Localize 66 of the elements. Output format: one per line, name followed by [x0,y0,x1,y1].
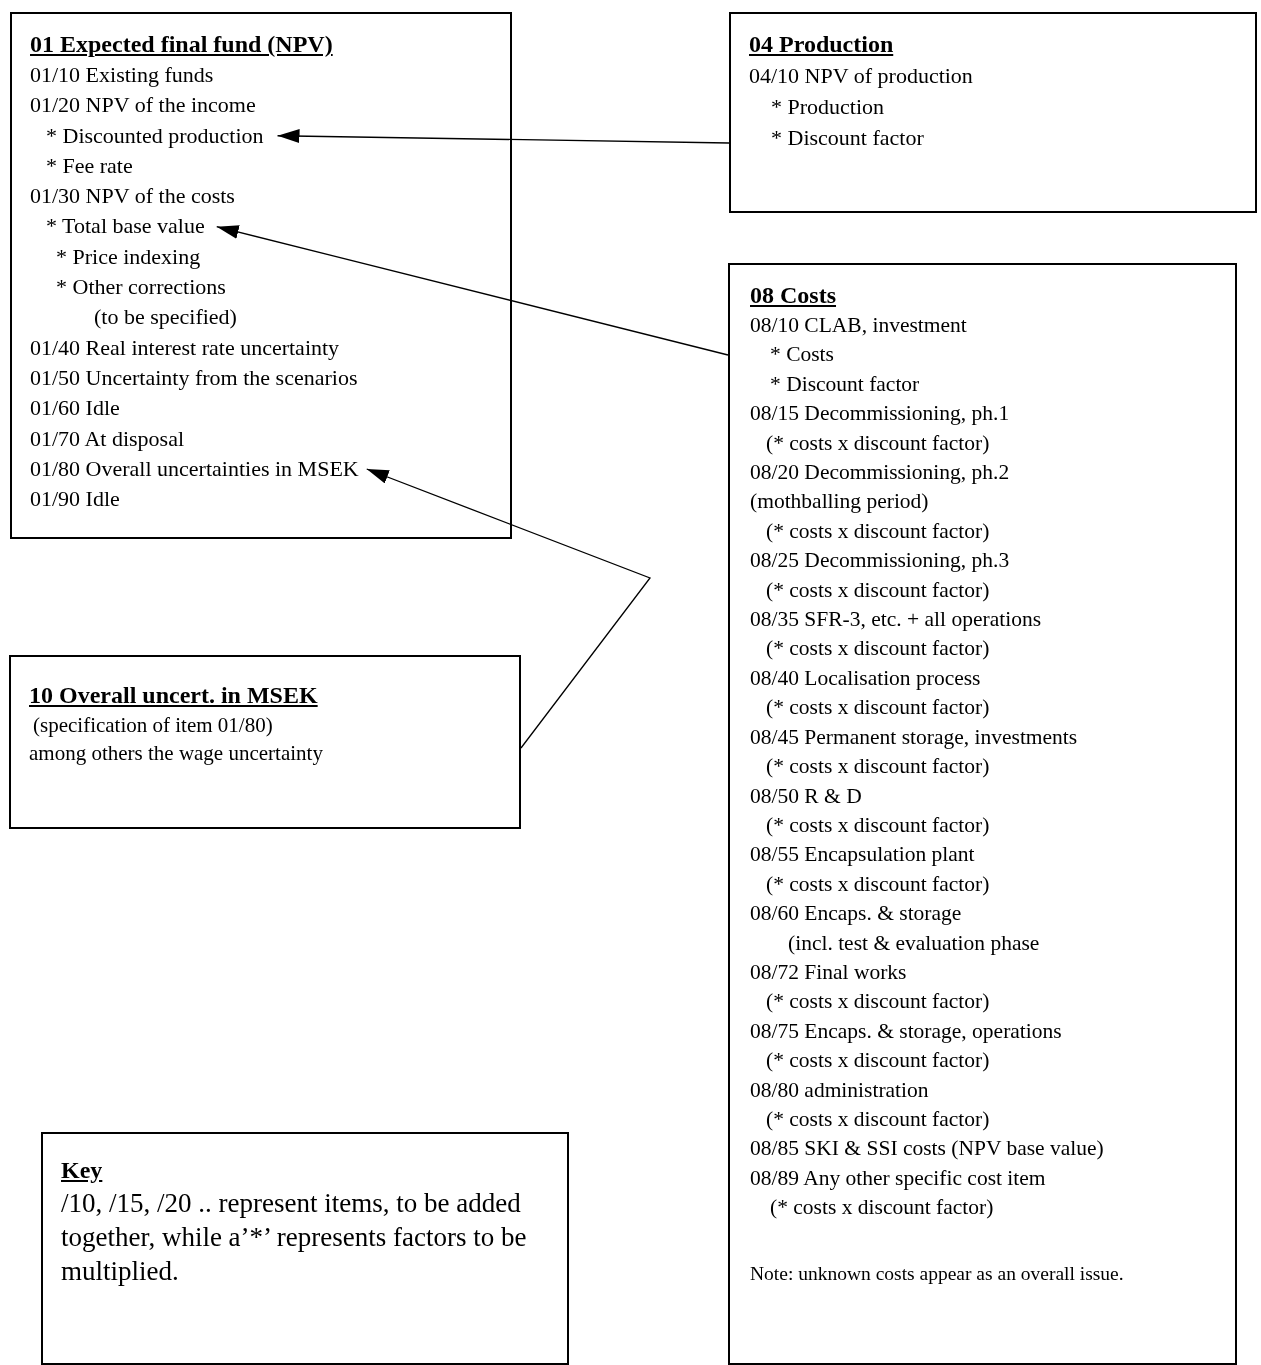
list-item: (* costs x discount factor) [766,870,990,898]
list-item: (* costs x discount factor) [766,988,990,1016]
list-item: 04/10 NPV of production [749,62,973,90]
section-box [729,12,1257,213]
list-item: 01/30 NPV of the costs [30,182,235,211]
list-item: 08/60 Encaps. & storage [750,900,962,928]
list-item: * Other corrections [56,273,226,302]
list-item: * Price indexing [56,242,201,271]
list-item: 01/90 Idle [30,485,120,514]
section-heading: 10 Overall uncert. in MSEK [29,681,318,710]
arrow [276,129,730,144]
list-item: 01/70 At disposal [30,424,184,453]
list-item: 08/35 SFR-3, etc. + all operations [750,606,1041,634]
list-item: (* costs x discount factor) [766,694,990,722]
section-heading: Key [61,1156,103,1185]
list-item: * Discount factor [771,124,924,152]
arrow [366,468,652,749]
section-heading: 08 Costs [750,281,836,310]
list-item: (* costs x discount factor) [766,1105,990,1133]
list-item: (incl. test & evaluation phase [788,929,1040,957]
list-item: 08/89 Any other specific cost item [750,1164,1046,1192]
list-item: * Costs [770,341,834,369]
section-box [10,12,512,539]
list-item: 01/60 Idle [30,394,120,423]
list-item: 01/50 Uncertainty from the scenarios [30,363,358,392]
list-item: 08/72 Final works [750,958,907,986]
list-item: 08/10 CLAB, investment [750,312,967,339]
list-item: 01/80 Overall uncertainties in MSEK [30,454,359,483]
list-item: (* costs x discount factor) [766,1047,990,1075]
list-item: (* costs x discount factor) [766,635,990,663]
section-box [9,655,521,829]
list-item: 08/15 Decommissioning, ph.1 [750,400,1010,428]
list-item: (* costs x discount factor) [770,1194,994,1222]
list-item: 08/45 Permanent storage, investments [750,723,1078,751]
list-item: (* costs x discount factor) [766,517,990,545]
list-item: (specification of item 01/80) [33,712,273,739]
arrow [216,225,729,356]
list-item: * Discounted production [46,121,264,150]
list-item: among others the wage uncertainty [29,740,323,767]
list-item: 08/55 Encapsulation plant [750,841,975,869]
note-text: Note: unknown costs appear as an overall issue. [750,1261,1124,1286]
list-item: 08/75 Encaps. & storage, operations [750,1017,1062,1045]
section-heading: 04 Production [749,30,894,59]
list-item: (mothballing period) [750,488,929,516]
list-item: (* costs x discount factor) [766,576,990,604]
list-item: 08/80 administration [750,1076,929,1104]
list-item: (to be specified) [94,303,237,332]
list-item: 01/40 Real interest rate uncertainty [30,333,340,362]
note-text: /10, /15, /20 .. represent items, to be added together, while a’*’ represents factors to be multiplied. [61,1187,528,1288]
list-item: * Fee rate [46,151,133,180]
list-item: 08/40 Localisation process [750,664,981,692]
list-item: 08/50 R & D [750,782,862,810]
list-item: * Discount factor [770,370,920,398]
list-item: * Total base value [46,212,205,241]
section-box [41,1132,569,1365]
list-item: 01/10 Existing funds [30,61,214,89]
list-item: 08/85 SKI & SSI costs (NPV base value) [750,1135,1104,1163]
section-box [728,263,1237,1365]
list-item: * Production [771,93,885,121]
list-item: (* costs x discount factor) [766,811,990,839]
list-item: (* costs x discount factor) [766,753,990,781]
list-item: 01/20 NPV of the income [30,91,256,120]
section-heading: 01 Expected final fund (NPV) [30,30,333,59]
list-item: 08/20 Decommissioning, ph.2 [750,459,1010,487]
list-item: 08/25 Decommissioning, ph.3 [750,547,1010,575]
list-item: (* costs x discount factor) [766,429,990,457]
